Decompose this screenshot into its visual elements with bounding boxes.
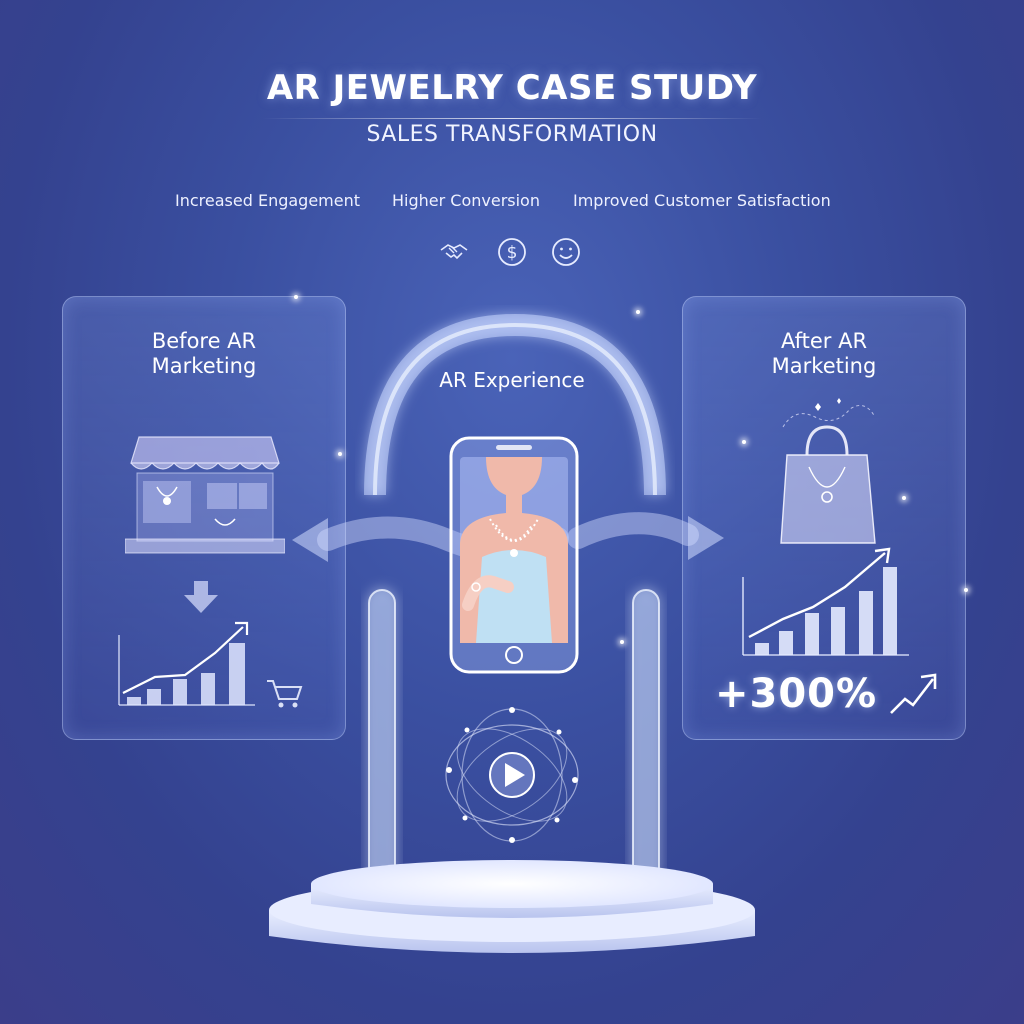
sparkle [338,452,342,456]
play-icon [505,763,525,787]
right-arrow-icon [688,516,724,560]
svg-text:$: $ [507,243,518,263]
sales-increase-stat: +300% [715,671,878,717]
after-bar-chart-icon [742,547,909,656]
after-ar-title: After AR Marketing [771,329,877,378]
handshake-icon [440,244,468,260]
ar-experience-label: AR Experience [439,368,585,392]
sparkle [902,496,906,500]
podium [269,860,755,953]
smartphone-icon [449,436,579,674]
sparkle [964,588,968,592]
left-arrow-icon [292,518,328,562]
benefit-icons: $ [438,236,588,268]
before-ar-panel: Before AR Marketing [62,296,346,740]
storefront-icon [125,436,285,554]
smiley-icon [552,238,580,266]
benefits-row: Increased Engagement Higher Conversion I… [0,191,1024,213]
benefit-engagement: Increased Engagement [175,191,361,210]
dollar-icon: $ [498,238,526,266]
benefit-conversion: Higher Conversion [392,191,540,210]
benefit-satisfaction: Improved Customer Satisfaction [573,191,831,210]
sparkle [620,640,624,644]
try-on-figure [460,457,568,643]
cart-icon [267,680,303,708]
page-title: AR JEWELRY CASE STUDY [266,68,758,108]
shopping-bag-icon [780,398,876,544]
before-ar-title: Before AR Marketing [151,329,257,378]
sparkle [294,295,298,299]
down-arrow-icon [184,581,218,613]
after-ar-panel: After AR Marketing +300% [682,296,966,740]
play-orb[interactable] [437,700,587,850]
sparkle [742,440,746,444]
before-bar-chart-icon [118,621,303,708]
trend-up-icon [890,673,937,714]
title-divider [262,118,762,119]
sparkle [636,310,640,314]
page-subtitle: SALES TRANSFORMATION [366,122,658,147]
